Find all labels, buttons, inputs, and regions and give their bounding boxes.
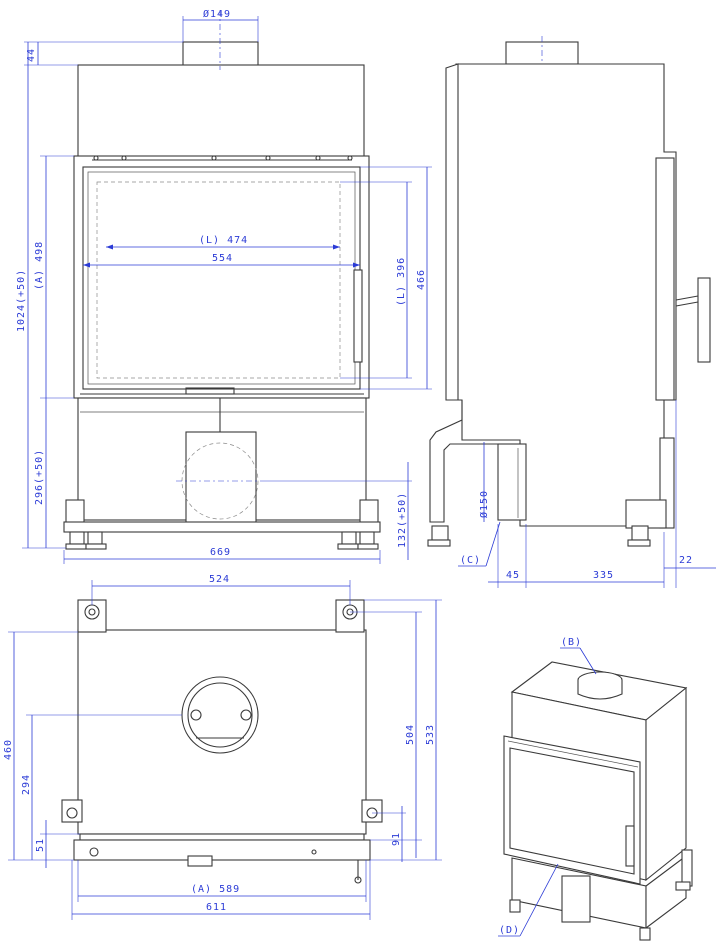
dim-flue-diameter: Ø149 xyxy=(203,8,231,20)
dim-overall-width: 669 xyxy=(210,547,231,558)
dim-opening-width: 554 xyxy=(212,253,233,264)
front-view xyxy=(63,10,381,550)
front-dimensions: Ø149 44 1024(+50) (A) 498 296(+50) (L) 4… xyxy=(16,8,432,564)
side-view xyxy=(427,36,711,547)
dim-depth-504: 504 xyxy=(405,724,416,745)
dim-glass-width-l: (L) 474 xyxy=(199,235,248,246)
dim-depth: 335 xyxy=(593,570,614,581)
dim-opening-height: 466 xyxy=(416,269,427,290)
label-b: (B) xyxy=(561,637,582,648)
dim-air-inlet-height: 132(+50) xyxy=(397,492,408,548)
dim-overall-height: 1024(+50) xyxy=(16,269,27,332)
dim-width-total: 611 xyxy=(206,902,227,913)
dim-flue-offset: 294 xyxy=(21,774,32,795)
dim-width-a: (A) 589 xyxy=(191,884,240,895)
iso-view xyxy=(503,661,693,941)
dim-glass-height-a: (A) 498 xyxy=(34,241,45,290)
dim-rear-offset: 22 xyxy=(679,555,693,566)
dim-side-offset: 91 xyxy=(391,832,402,846)
top-dimensions: 524 460 294 51 504 533 91 (A) 589 xyxy=(3,574,442,920)
dim-front-offset: 51 xyxy=(35,838,46,852)
dim-leg-spacing: 524 xyxy=(209,574,230,585)
dim-base-height: 296(+50) xyxy=(34,449,45,505)
dim-flue-height: 44 xyxy=(26,48,37,62)
label-c: (C) xyxy=(460,555,481,566)
dim-air-inlet-diameter: Ø150 xyxy=(478,490,490,518)
iso-labels: (B) (D) xyxy=(498,637,597,937)
label-d: (D) xyxy=(499,925,520,936)
dim-glass-height-l: (L) 396 xyxy=(396,257,407,306)
top-view xyxy=(61,599,383,884)
dim-depth-533: 533 xyxy=(425,724,436,745)
side-dimensions: Ø150 (C) 45 335 22 xyxy=(458,400,716,588)
dim-depth-460: 460 xyxy=(3,739,14,760)
dim-inlet-offset: 45 xyxy=(506,570,520,581)
